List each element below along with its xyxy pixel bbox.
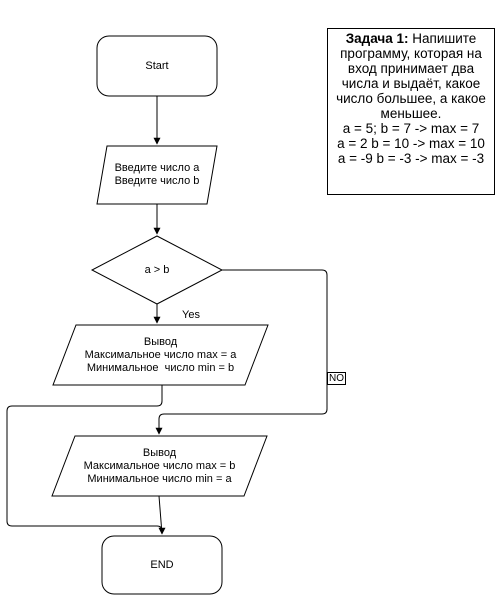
output-yes-title: Вывод	[143, 335, 178, 348]
output-yes-line-2: Минимальное число min = b	[86, 361, 235, 374]
task-text-line: число большее, а какое	[336, 91, 486, 106]
task-description-box: Задача 1: Напишите программу, которая на…	[327, 28, 495, 195]
input-line-2: Введите число b	[114, 175, 200, 187]
input-label: Введите число a Введите число b	[97, 146, 217, 204]
edge-no-to-end	[158, 495, 163, 535]
output-yes-label: Вывод Максимальное число max = a Минимал…	[58, 325, 263, 385]
task-text-line: Напишите	[408, 31, 477, 46]
end-terminal	[101, 535, 223, 595]
task-text-line: программу, которая на	[340, 46, 482, 61]
output-no-title: Вывод	[142, 446, 177, 459]
edge-yes-label: Yes	[182, 309, 200, 321]
task-heading: Задача 1:	[345, 31, 409, 46]
start-text: Start	[145, 59, 169, 72]
task-example-line: a = 2 b = 10 -> max = 10	[337, 136, 485, 151]
start-label: Start	[97, 36, 217, 96]
task-text-line: числа и выдаёт, какое	[341, 76, 481, 91]
end-label: END	[102, 536, 222, 594]
edge-yes-to-end	[6, 385, 166, 535]
task-example-line: a = -9 b = -3 -> max = -3	[337, 151, 485, 166]
edge-no-label: NO	[327, 372, 346, 385]
task-line-first: Задача 1: Напишите	[328, 31, 494, 46]
task-text-line: вход принимает два	[347, 61, 475, 76]
output-no-line-2: Минимальное число min = a	[87, 472, 232, 485]
task-example-line: a = 5; b = 7 -> max = 7	[342, 121, 480, 136]
output-no-label: Вывод Максимальное число max = b Минимал…	[57, 436, 262, 496]
output-yes-parallelogram	[52, 324, 269, 386]
output-yes-line-1: Максимальное число max = a	[84, 348, 237, 361]
output-no-line-1: Максимальное число max = b	[83, 459, 236, 472]
output-no-parallelogram	[51, 435, 268, 497]
decision-label: a > b	[107, 256, 207, 284]
edge-decision-no	[155, 269, 328, 435]
decision-text: a > b	[144, 263, 170, 276]
task-text-line: меньшее.	[380, 106, 442, 121]
input-parallelogram	[96, 145, 218, 205]
input-line-1: Введите число a	[114, 162, 200, 174]
end-text: END	[150, 558, 174, 571]
